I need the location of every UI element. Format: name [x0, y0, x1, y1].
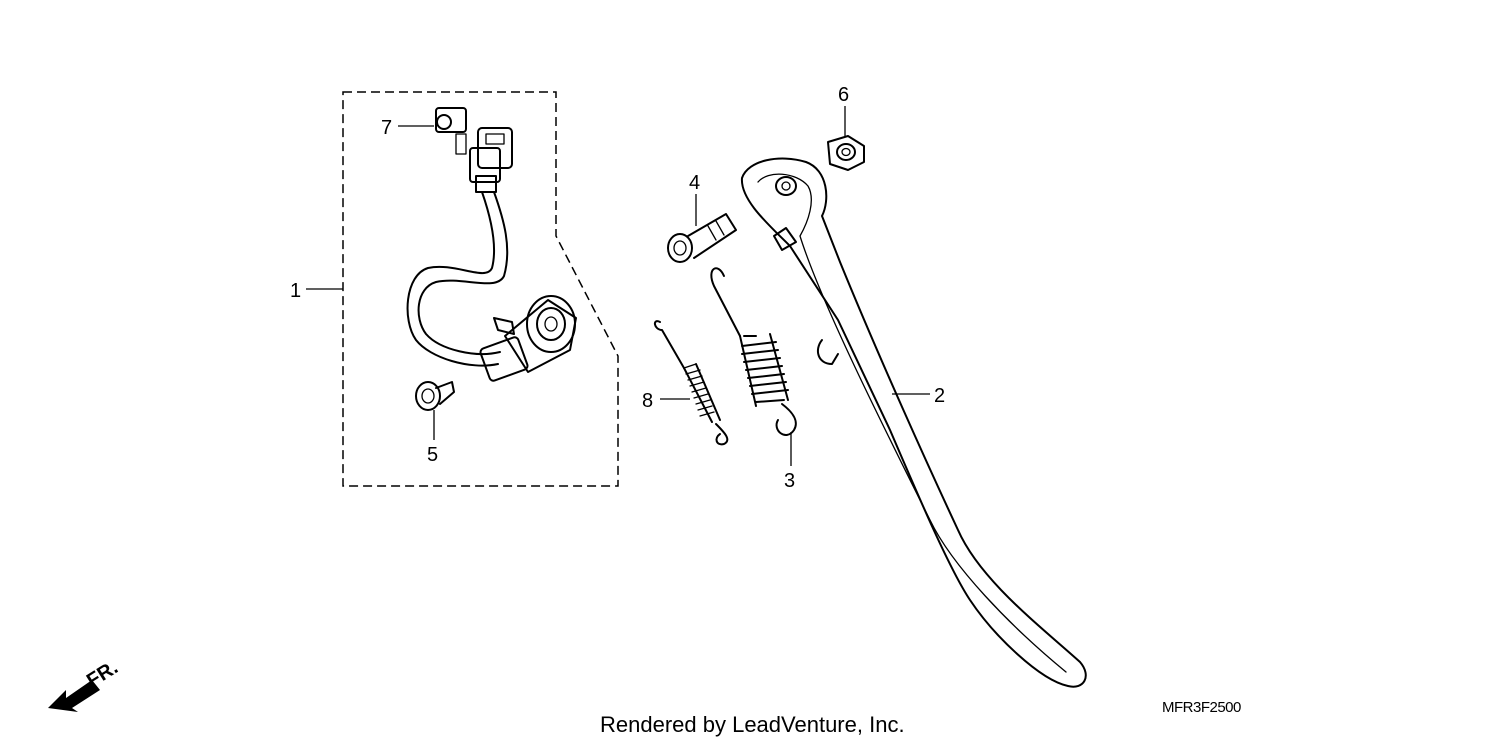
callout-6: 6 [838, 84, 849, 106]
render-credit: Rendered by LeadVenture, Inc. [600, 712, 905, 737]
callout-3: 3 [784, 470, 795, 492]
callout-4: 4 [689, 172, 700, 194]
harness-clip [435, 107, 467, 155]
pivot-bolt [667, 213, 737, 263]
side-stand [740, 157, 1087, 688]
side-stand-switch [406, 127, 577, 382]
pivot-nut [827, 135, 865, 171]
switch-spring [654, 320, 729, 446]
diagram-code: MFR3F2500 [1162, 699, 1241, 716]
kit-boundary [342, 91, 619, 487]
callout-5: 5 [427, 444, 438, 466]
switch-screw [415, 381, 455, 411]
callout-2: 2 [934, 385, 945, 407]
front-direction-arrow-icon: FR. [48, 657, 122, 712]
callout-8: 8 [642, 390, 653, 412]
callout-7: 7 [381, 117, 392, 139]
callout-1: 1 [290, 280, 301, 302]
side-stand-spring [710, 267, 797, 436]
